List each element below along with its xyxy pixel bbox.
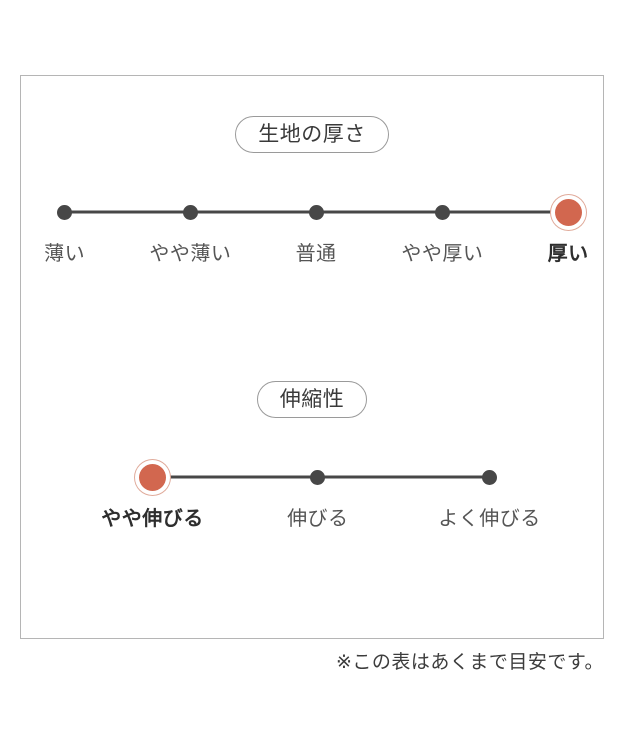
scale-labels-fabric-thickness: 薄い やや薄い 普通 やや厚い 厚い: [21, 239, 603, 273]
scale-label-yaya-nobiru-selected: やや伸びる: [101, 506, 204, 530]
scale-point-yaya-nobiru-selected[interactable]: [139, 463, 167, 491]
scale-point-yoku-nobiru[interactable]: [482, 469, 497, 485]
scale-point-usui[interactable]: [57, 204, 73, 220]
scale-label-yaya-usui: やや薄い: [149, 241, 232, 265]
section-badge-stretchability: 伸縮性: [256, 381, 368, 418]
scale-label-usui: 薄い: [44, 241, 86, 265]
scale-point-yaya-usui[interactable]: [182, 204, 198, 220]
scale-section-stretchability: 伸縮性 やや伸びる 伸びる よく伸びる: [21, 381, 603, 538]
scale-point-yaya-atsui[interactable]: [434, 204, 450, 220]
scale-section-fabric-thickness: 生地の厚さ 薄い やや薄い 普通 やや厚い 厚い: [21, 116, 603, 273]
scale-label-atsui-selected: 厚い: [547, 241, 589, 265]
scale-track-fabric-thickness: [21, 189, 603, 235]
badge-row-stretchability: 伸縮性: [21, 381, 603, 418]
scale-label-yaya-atsui: やや厚い: [401, 241, 484, 265]
scale-label-nobiru: 伸びる: [287, 506, 349, 530]
scale-point-nobiru[interactable]: [310, 469, 326, 485]
section-badge-fabric-thickness: 生地の厚さ: [235, 116, 389, 153]
guideline-footnote: ※この表はあくまで目安です。: [335, 651, 604, 673]
scale-track-stretchability: [21, 454, 603, 500]
badge-row-fabric-thickness: 生地の厚さ: [21, 116, 603, 153]
scale-labels-stretchability: やや伸びる 伸びる よく伸びる: [21, 504, 603, 538]
scale-label-futsuu: 普通: [295, 241, 337, 265]
fabric-spec-card: 生地の厚さ 薄い やや薄い 普通 やや厚い 厚い 伸縮性 やや: [20, 75, 604, 639]
scale-point-futsuu[interactable]: [308, 204, 324, 220]
scale-point-atsui-selected[interactable]: [554, 198, 582, 226]
scale-label-yoku-nobiru: よく伸びる: [438, 506, 541, 530]
